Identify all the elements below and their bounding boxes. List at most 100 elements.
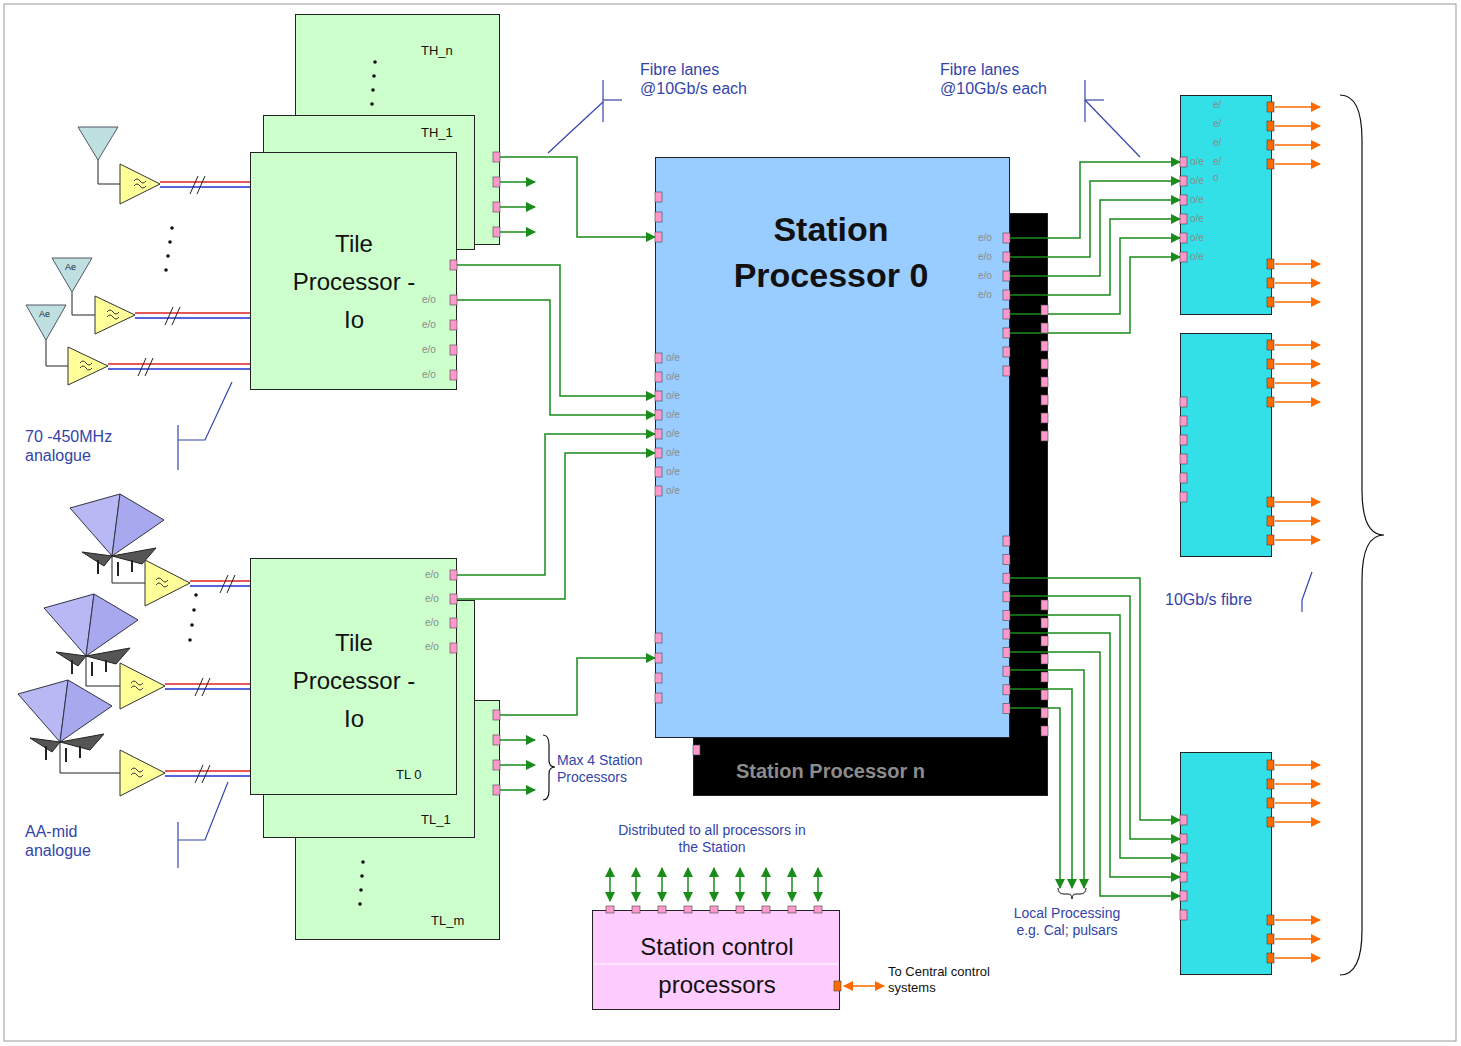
brace [1058,888,1086,899]
leader-line [178,782,228,840]
bowtie-antenna [18,680,112,762]
control-arrow [635,868,637,901]
fibre-arrow [500,789,535,791]
filter-symbol [134,179,146,188]
bowtie-antenna [70,494,164,576]
feed [112,556,145,583]
output-arrow [1275,520,1320,522]
rf-cable [108,368,250,370]
leader-line [548,102,603,153]
page-frame [4,4,1456,1041]
amplifier [120,164,160,204]
box-subtitle: TL 0 [396,767,422,783]
control-arrow [713,868,715,901]
bowtie-antenna [44,594,138,676]
fibre-arrow [500,181,535,183]
ellipsis-dot [194,593,198,597]
output-arrow [1275,144,1320,146]
box-title: TL_1 [421,812,451,828]
break-mark [138,358,153,376]
fibre-arrow [500,206,535,208]
amplifier [120,663,165,709]
amplifier [68,347,108,385]
leader-line [178,382,232,440]
ellipsis-dot [190,623,194,627]
amplifier [120,750,165,796]
break-mark [220,575,235,593]
filter-symbol [131,768,143,777]
box-title: TL_m [431,913,464,929]
output-arrow [1275,106,1320,108]
control-arrow [739,868,741,901]
port-label: Ae [39,309,50,320]
break-mark [190,176,205,194]
annotation: Distributed to all processors in the Sta… [612,822,812,856]
fibre-arrow [500,231,535,233]
fibre-arrow [500,739,535,741]
output-arrow [1275,821,1320,823]
port-label: Ae [65,262,76,273]
output-arrow [1275,301,1320,303]
control-arrow [609,868,611,901]
connector [457,434,655,575]
annotation: 10Gb/s fibre [1165,590,1252,609]
break-mark [195,678,210,696]
rf-cable [160,181,250,183]
control-arrow [817,868,819,901]
amplifier [145,560,190,606]
annotation: Fibre lanes @10Gb/s each [640,60,770,98]
rf-cable [165,683,250,685]
output-arrow [1275,401,1320,403]
output-arrow [1275,802,1320,804]
output-board [1180,752,1272,975]
box-title: Station Processor n [736,759,925,783]
amplifier [95,296,135,334]
filter-symbol [107,310,119,319]
filter-symbol [131,681,143,690]
output-arrow [1275,938,1320,940]
filter-symbol [80,361,92,370]
box-title: Station Processor 0 [731,206,931,298]
output-board [1180,95,1272,315]
rf-cable [165,775,250,777]
control-arrow [687,868,689,901]
control-box: Station control processors [592,910,840,1010]
rf-cable [135,312,250,314]
leader-line [602,80,603,122]
antenna [78,127,118,160]
control-arrow [661,868,663,901]
tile-processor-box: Tile Processor - Io [250,152,457,390]
ellipsis-dot [188,638,192,642]
connector [500,658,655,715]
output-arrow [1275,163,1320,165]
box-title: TH_n [421,43,453,59]
output-arrow [1275,919,1320,921]
control-link [844,985,884,987]
station-processor-box: Station Processor 0 [655,157,1010,738]
connector [500,157,655,237]
leader-line [1302,572,1312,612]
output-arrow [1275,344,1320,346]
ellipsis-dot [166,254,170,258]
annotation: To Central control systems [888,964,1038,995]
output-arrow [1275,501,1320,503]
brace [543,735,555,800]
box-title: Station control processors [603,928,831,1004]
output-arrow [1275,125,1320,127]
break-mark [165,307,180,325]
rf-cable [160,186,250,188]
feed [46,340,68,366]
box-title: Tile Processor - Io [289,624,419,738]
leader-line [177,425,178,470]
output-arrow [1275,957,1320,959]
box-title: Tile Processor - Io [289,225,419,339]
leader-line [177,822,178,868]
brace [1340,95,1384,975]
control-arrow [765,868,767,901]
feed [72,292,95,315]
control-arrow [791,868,793,901]
connector [457,300,655,415]
rf-cable [108,363,250,365]
leader-line [1084,80,1085,122]
connector [457,453,655,599]
